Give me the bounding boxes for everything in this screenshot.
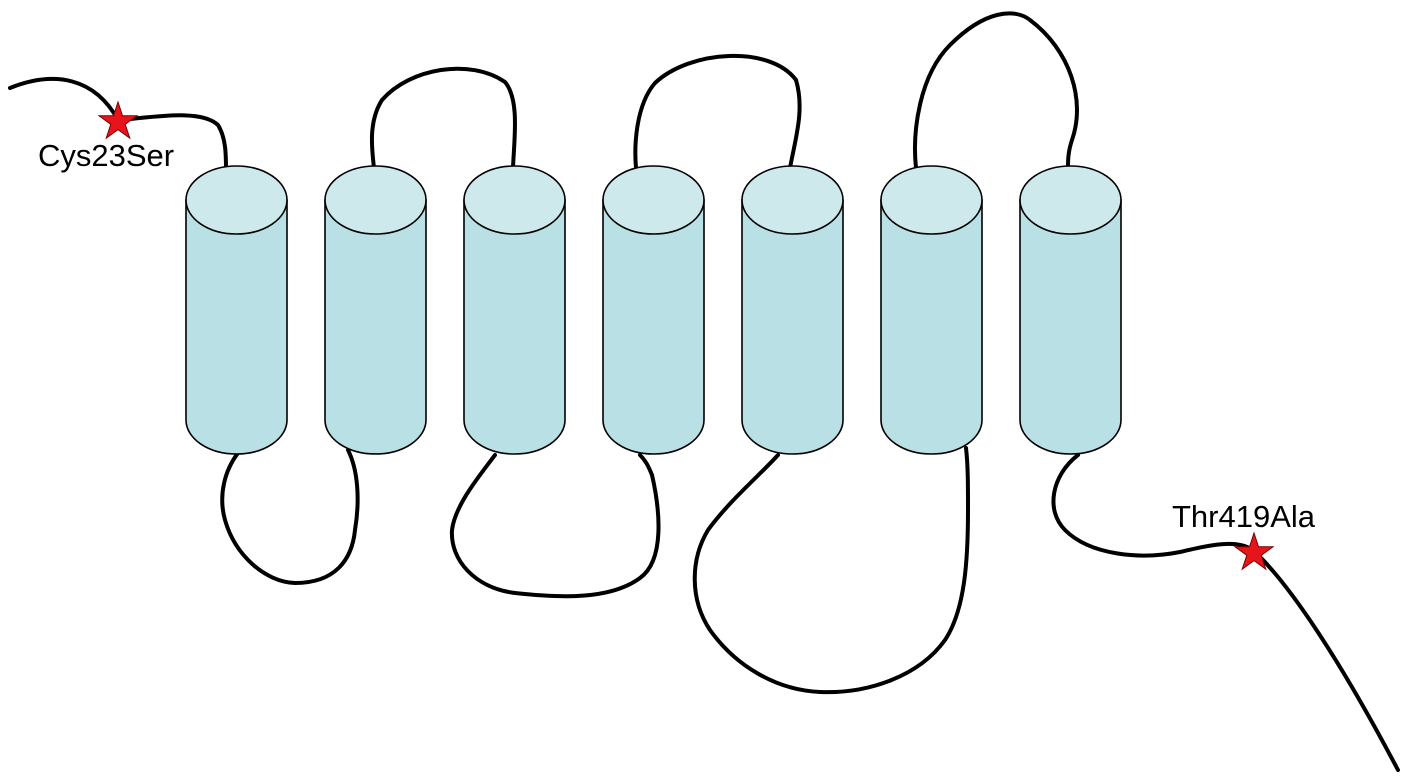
helix-cap xyxy=(464,166,565,234)
helix-cap xyxy=(881,166,982,234)
intracellular-loop-3 xyxy=(695,448,968,692)
mutation-label-thr419ala: Thr419Ala xyxy=(1172,499,1316,534)
mutation-marker-2: Thr419Ala xyxy=(1172,499,1316,569)
helix-tm3 xyxy=(464,166,565,454)
helix-body xyxy=(881,200,982,454)
extracellular-loop-3 xyxy=(915,13,1077,168)
helix-body xyxy=(603,200,704,454)
extracellular-loop-1 xyxy=(372,69,515,168)
mutation-label-cys23ser: Cys23Ser xyxy=(38,138,174,173)
helix-body xyxy=(325,200,426,454)
helix-cap xyxy=(1020,166,1121,234)
star-icon xyxy=(99,102,137,138)
helix-body xyxy=(742,200,843,454)
mutation-marker-1: Cys23Ser xyxy=(38,102,174,173)
intracellular-loop-2 xyxy=(452,455,659,596)
helix-tm6 xyxy=(881,166,982,454)
helix-tm4 xyxy=(603,166,704,454)
helix-body xyxy=(464,200,565,454)
helix-body xyxy=(1020,200,1121,454)
extracellular-loop-2 xyxy=(635,56,799,168)
helix-tm7 xyxy=(1020,166,1121,454)
transmembrane-helices xyxy=(186,166,1121,454)
helix-body xyxy=(186,200,287,454)
helix-tm1 xyxy=(186,166,287,454)
intracellular-loop-1 xyxy=(222,450,357,583)
helix-cap xyxy=(603,166,704,234)
helix-cap xyxy=(742,166,843,234)
helix-cap xyxy=(325,166,426,234)
helix-tm2 xyxy=(325,166,426,454)
helix-cap xyxy=(186,166,287,234)
helix-tm5 xyxy=(742,166,843,454)
